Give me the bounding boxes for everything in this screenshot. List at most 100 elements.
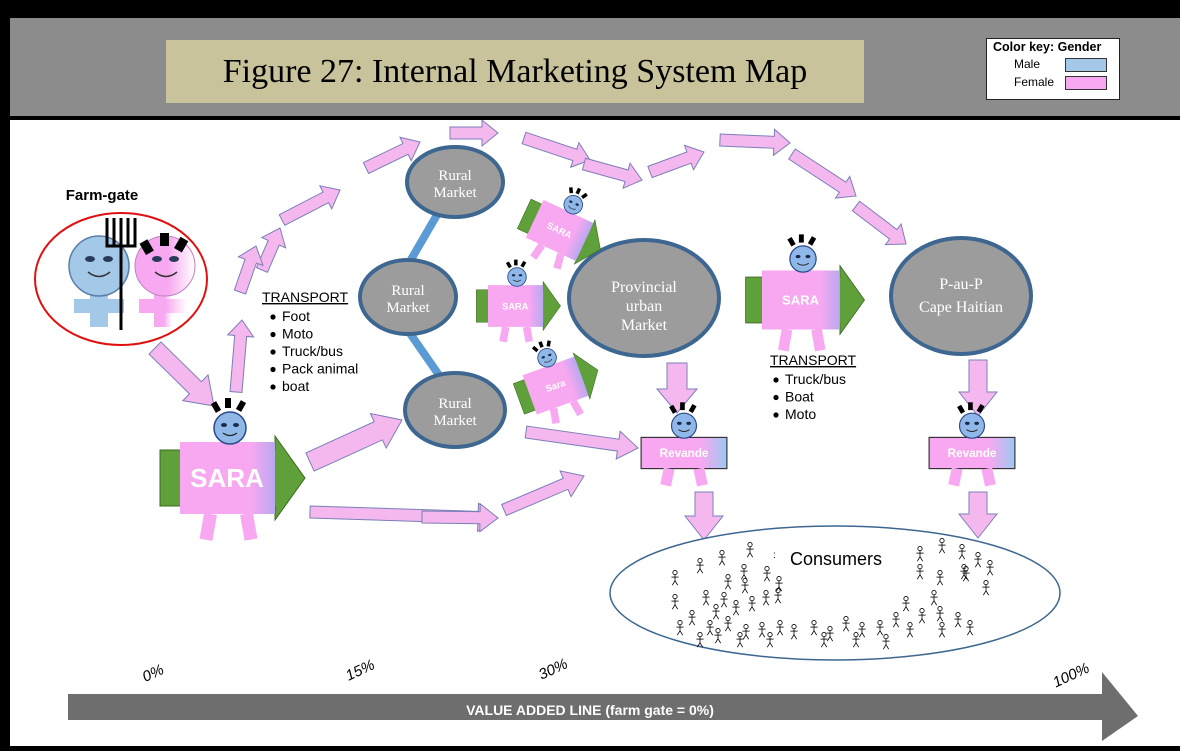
stick-figure [902,596,910,612]
hair-tuft [546,340,551,347]
seller-mouth [222,432,238,437]
stick-figure [696,632,704,648]
stick-figure [790,624,798,640]
seller-leg [948,467,963,487]
hair-tuft [575,187,582,195]
hair-tuft [669,404,678,414]
market-label-line: Market [433,413,477,429]
hair-tuft [787,236,796,247]
seller-mouth [568,205,576,210]
seller-sara-right: SARA [745,234,866,352]
value-tick-100: 100% [1050,660,1092,692]
seller-leg [981,467,996,487]
flow-arrow [305,412,403,472]
seller-leg [240,512,258,541]
stick-figure [776,620,784,636]
seller-head [670,412,698,439]
seller-eye [569,200,573,203]
stick-figure [724,574,732,590]
hair-tuft [514,259,518,266]
seller-eye [575,203,579,206]
flow-arrow [226,319,255,394]
connector-line [405,205,445,266]
stick-figure [892,612,900,628]
transport-item: Truck/bus [282,343,343,359]
stick-figure [762,590,770,606]
market-label-line: Market [621,317,668,334]
seller-eye [221,423,227,427]
seller-eye [518,274,523,277]
seller-eye [805,254,811,259]
stick-figure [758,622,766,638]
stick-figure [736,632,744,648]
seller-mouth [966,429,978,433]
seller-sara-lower: Sara [512,340,599,425]
transport-item: Pack animal [282,361,358,377]
seller-label: SARA [502,301,529,311]
hair-tuft [680,402,685,411]
stick-figure [826,626,834,642]
female-farmer-icon [134,233,196,327]
seller-eye [974,421,980,425]
stick-figure [740,564,748,580]
market-rural-bottom: Rural Market [403,371,507,449]
seller-eye [795,254,801,259]
stick-figure [775,576,783,592]
market-capital: P-au-P Cape Haitian [889,236,1033,356]
stick-figure [720,592,728,608]
seller-mouth [796,262,810,266]
transport-item: Foot [282,308,310,324]
seller-head [958,412,986,439]
stick-figure [820,632,828,648]
stick-figure [702,590,710,606]
stick-figure [852,632,860,648]
stick-figure [954,612,962,628]
transport-item: Truck/bus [785,371,846,387]
market-rural-top: Rural Market [405,145,505,219]
legend-male-label: Male [1014,57,1041,71]
seller-body [640,436,728,470]
seller-leg [199,512,217,541]
stick-figure [930,590,938,606]
legend-female-swatch [1065,76,1107,90]
stick-figure [742,624,750,640]
seller-body [762,270,840,330]
seller-body [525,199,594,261]
flow-arrow [719,128,791,157]
hair-tuft [225,398,231,408]
stick-figures [671,538,994,650]
bullet-dot [270,366,276,373]
flow-arrow [655,362,699,414]
stick-figure [746,542,754,558]
seller-head [507,267,527,287]
flow-arrow [957,491,999,539]
consumers-group: Consumers : [609,525,1061,661]
seller-sara-mid: SARA [476,259,561,343]
stick-figure [916,546,924,562]
seller-leg [778,328,793,352]
stick-figure [986,560,994,576]
stick-figure [958,544,966,560]
market-label-line: Rural [391,283,424,299]
value-added-label: VALUE ADDED LINE (farm gate = 0%) [466,702,714,718]
hair-tuft [688,403,697,414]
seller-leg [811,328,826,352]
flow-arrow [148,341,215,407]
stick-figure [906,622,914,638]
seller-label: SARA [190,463,264,493]
value-added-arrow [68,672,1138,741]
market-label-line: Provincial [611,279,677,296]
seller-eye [548,353,552,357]
farm-gate-label: Farm-gate [66,187,139,204]
stick-figure [712,604,720,620]
seller-body [488,285,544,327]
flow-arrow [851,200,907,246]
seller-leg [569,399,584,417]
seller-head [563,195,583,215]
market-rural-mid: Rural Market [358,258,458,336]
stick-figure [842,616,850,632]
market-label-line: Market [433,185,477,201]
hair-tuft [957,404,966,414]
hair-tuft [569,187,574,194]
